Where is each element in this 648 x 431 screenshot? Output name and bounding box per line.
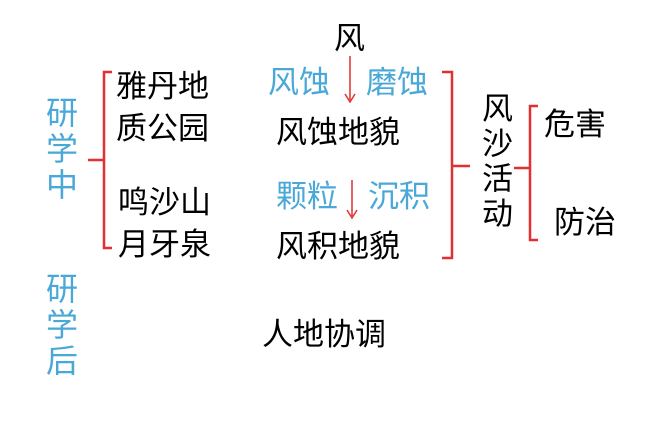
process-wind-erosion: 风蚀 xyxy=(268,65,330,101)
outcome-control: 防治 xyxy=(554,205,616,241)
erosion-arrow xyxy=(344,56,356,104)
outcome-bracket xyxy=(514,104,538,242)
left-bracket xyxy=(88,70,112,250)
outcome-hazard: 危害 xyxy=(544,107,606,143)
process-particles: 颗粒 xyxy=(276,179,338,215)
site-mingsha: 鸣沙山月牙泉 xyxy=(118,185,211,263)
wind-label: 风 xyxy=(334,21,365,57)
site-yadan: 雅丹地质公园 xyxy=(116,69,209,147)
harmony-label: 人地协调 xyxy=(262,317,386,353)
deposition-arrow xyxy=(346,180,358,220)
process-deposition: 沉积 xyxy=(368,179,430,215)
landform-deposition: 风积地貌 xyxy=(276,229,400,265)
landform-erosion: 风蚀地貌 xyxy=(276,115,400,151)
aeolian-activity-label: 风沙活动 xyxy=(476,92,512,232)
stage-label-after: 研学后 xyxy=(41,272,79,380)
stage-label-during: 研学中 xyxy=(41,96,79,204)
middle-bracket xyxy=(442,70,470,260)
process-abrasion: 磨蚀 xyxy=(366,65,428,101)
